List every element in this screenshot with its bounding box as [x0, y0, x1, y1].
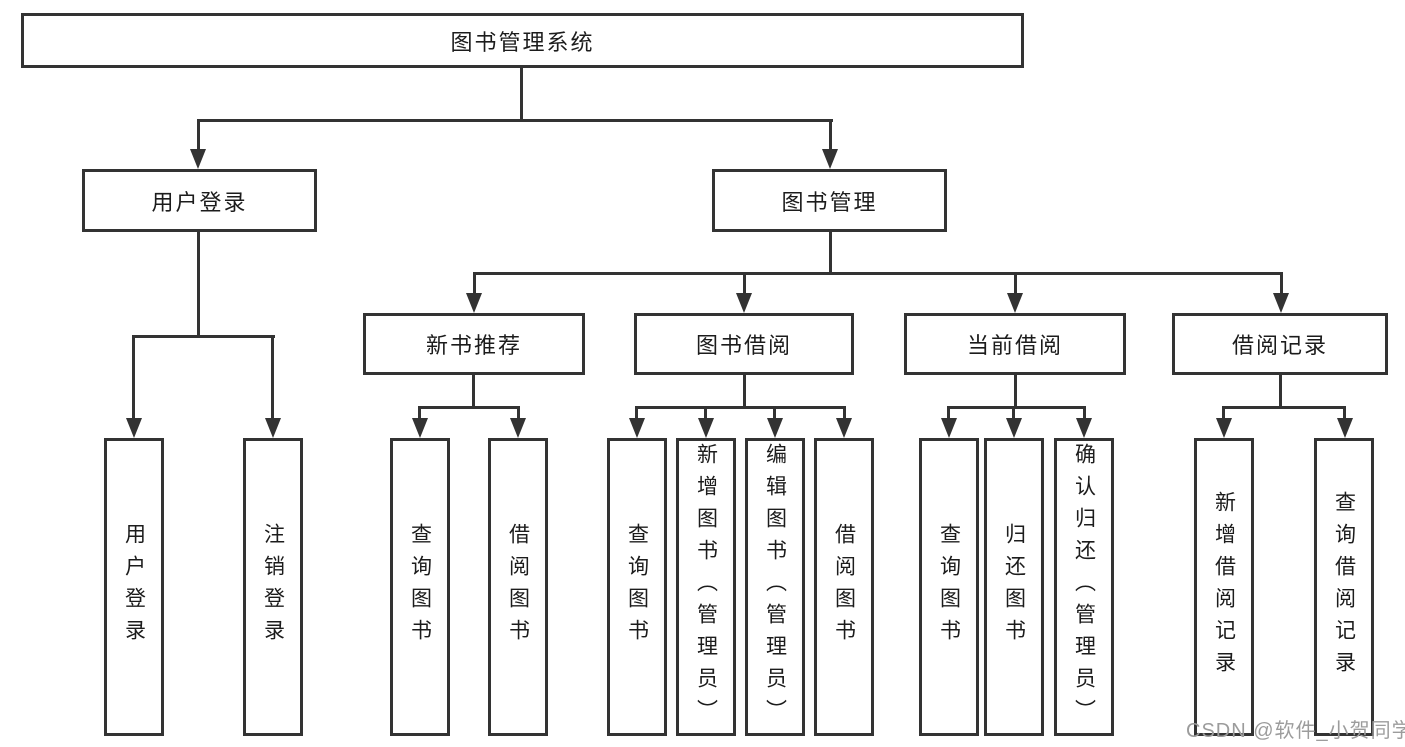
node-label: 归还图书 — [1002, 523, 1026, 651]
connector-line — [829, 119, 832, 153]
node-label: 查询图书 — [937, 523, 961, 651]
arrow-down-icon — [736, 293, 752, 313]
node-label: 当前借阅 — [966, 333, 1063, 358]
arrow-down-icon — [1337, 418, 1353, 438]
node-label: 注销登录 — [261, 523, 285, 651]
connector-line — [197, 119, 200, 153]
arrow-down-icon — [510, 418, 526, 438]
node-library-system: 图书管理系统 — [21, 13, 1024, 68]
node-label: 图书管理 — [781, 189, 878, 215]
node-label: 新增图书（管理员） — [694, 443, 718, 731]
node-user-login: 用户登录 — [82, 169, 317, 232]
leaf-return-books: 归还图书 — [984, 438, 1044, 736]
connector-line — [271, 335, 274, 420]
node-book-management: 图书管理 — [712, 169, 947, 232]
connector-line — [472, 375, 475, 409]
connector-line — [1083, 406, 1086, 420]
node-label: 新增借阅记录 — [1212, 491, 1236, 683]
node-label: 借阅记录 — [1231, 333, 1328, 358]
connector-line — [517, 406, 520, 420]
connector-line — [635, 406, 846, 409]
leaf-query-borrow-record: 查询借阅记录 — [1314, 438, 1374, 736]
connector-line — [1279, 375, 1282, 409]
leaf-query-books-current: 查询图书 — [919, 438, 979, 736]
arrow-down-icon — [1216, 418, 1232, 438]
leaf-borrow-books-recommend: 借阅图书 — [488, 438, 548, 736]
connector-line — [947, 406, 950, 420]
leaf-logout: 注销登录 — [243, 438, 303, 736]
connector-line — [520, 66, 523, 122]
node-label: 用户登录 — [122, 523, 146, 651]
node-label: 确认归还（管理员） — [1072, 443, 1096, 731]
arrow-down-icon — [265, 418, 281, 438]
node-book-borrow: 图书借阅 — [634, 313, 854, 375]
connector-line — [1014, 375, 1017, 409]
connector-line — [947, 406, 1086, 409]
leaf-add-books-admin: 新增图书（管理员） — [676, 438, 736, 736]
node-new-book-recommend: 新书推荐 — [363, 313, 585, 375]
arrow-down-icon — [698, 418, 714, 438]
leaf-user-login: 用户登录 — [104, 438, 164, 736]
node-current-borrow: 当前借阅 — [904, 313, 1126, 375]
node-label: 查询图书 — [625, 523, 649, 651]
node-label: 编辑图书（管理员） — [763, 443, 787, 731]
arrow-down-icon — [412, 418, 428, 438]
arrow-down-icon — [466, 293, 482, 313]
connector-line — [197, 119, 833, 122]
connector-line — [743, 272, 746, 295]
leaf-borrow-books: 借阅图书 — [814, 438, 874, 736]
connector-line — [197, 232, 200, 338]
connector-line — [843, 406, 846, 420]
node-label: 图书借阅 — [695, 333, 792, 358]
node-label: 借阅图书 — [832, 523, 856, 651]
arrow-down-icon — [1076, 418, 1092, 438]
node-label: 用户登录 — [151, 189, 248, 215]
leaf-query-books-borrow: 查询图书 — [607, 438, 667, 736]
connector-line — [1222, 406, 1225, 420]
watermark: CSDN @软件_小贺同学 — [1186, 720, 1405, 742]
node-label: 查询图书 — [408, 523, 432, 651]
connector-line — [132, 335, 275, 338]
arrow-down-icon — [126, 418, 142, 438]
connector-line — [1012, 406, 1015, 420]
node-label: 新书推荐 — [425, 333, 522, 358]
node-label: 查询借阅记录 — [1332, 491, 1356, 683]
connector-line — [829, 232, 832, 275]
arrow-down-icon — [190, 149, 206, 169]
connector-line — [635, 406, 638, 420]
leaf-query-books-recommend: 查询图书 — [390, 438, 450, 736]
leaf-add-borrow-record: 新增借阅记录 — [1194, 438, 1254, 736]
arrow-down-icon — [822, 149, 838, 169]
arrow-down-icon — [629, 418, 645, 438]
connector-line — [418, 406, 421, 420]
arrow-down-icon — [767, 418, 783, 438]
connector-line — [1014, 272, 1017, 295]
node-label: 借阅图书 — [506, 523, 530, 651]
connector-line — [743, 375, 746, 409]
arrow-down-icon — [1007, 293, 1023, 313]
connector-line — [473, 272, 476, 295]
connector-line — [418, 406, 520, 409]
connector-line — [1222, 406, 1346, 409]
node-borrow-records: 借阅记录 — [1172, 313, 1388, 375]
connector-line — [473, 272, 1283, 275]
arrow-down-icon — [836, 418, 852, 438]
arrow-down-icon — [1273, 293, 1289, 313]
arrow-down-icon — [1006, 418, 1022, 438]
leaf-confirm-return-admin: 确认归还（管理员） — [1054, 438, 1114, 736]
arrow-down-icon — [941, 418, 957, 438]
connector-line — [1280, 272, 1283, 295]
connector-line — [132, 335, 135, 420]
node-label: 图书管理系统 — [450, 29, 595, 55]
connector-line — [1343, 406, 1346, 420]
connector-line — [773, 406, 776, 420]
leaf-edit-books-admin: 编辑图书（管理员） — [745, 438, 805, 736]
connector-line — [704, 406, 707, 420]
